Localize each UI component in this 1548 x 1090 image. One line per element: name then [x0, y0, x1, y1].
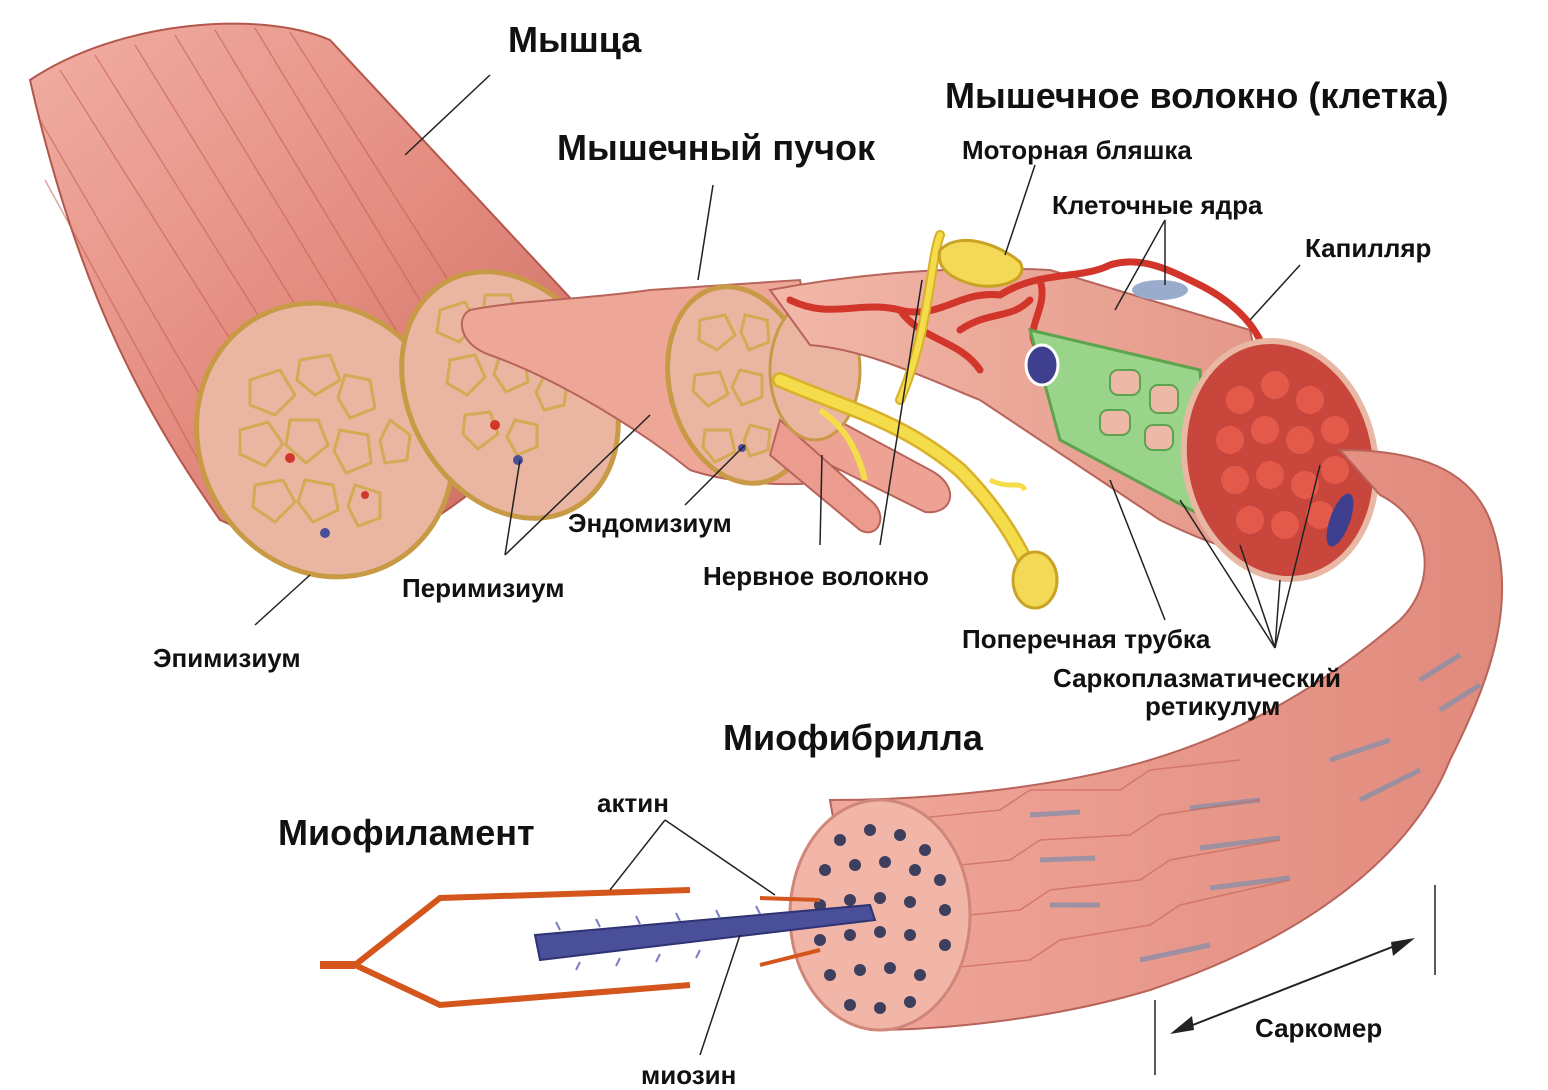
muscle-fiber-cell: [770, 262, 1398, 597]
label-muscle-bundle: Мышечный пучок: [557, 130, 875, 166]
label-sarcoplasmic-reticulum-1: Саркоплазматический: [1053, 665, 1341, 691]
label-motor-plate: Моторная бляшка: [962, 137, 1192, 163]
label-epimysium: Эпимизиум: [153, 645, 301, 671]
label-perimysium: Перимизиум: [402, 575, 565, 601]
label-sarcoplasmic-reticulum-2: ретикулум: [1145, 693, 1280, 719]
label-muscle: Мышца: [508, 22, 641, 58]
label-myofilament: Миофиламент: [278, 815, 535, 851]
label-t-tubule: Поперечная трубка: [962, 626, 1210, 652]
label-actin: актин: [597, 790, 669, 816]
label-myofibril: Миофибрилла: [723, 720, 983, 756]
label-sarcomere: Саркомер: [1255, 1015, 1382, 1041]
label-muscle-fiber: Мышечное волокно (клетка): [945, 78, 1448, 114]
label-capillary: Капилляр: [1305, 235, 1431, 261]
label-cell-nuclei: Клеточные ядра: [1052, 192, 1263, 218]
label-endomysium: Эндомизиум: [568, 510, 732, 536]
label-nerve-fiber: Нервное волокно: [703, 563, 929, 589]
label-myosin: миозин: [641, 1062, 736, 1088]
